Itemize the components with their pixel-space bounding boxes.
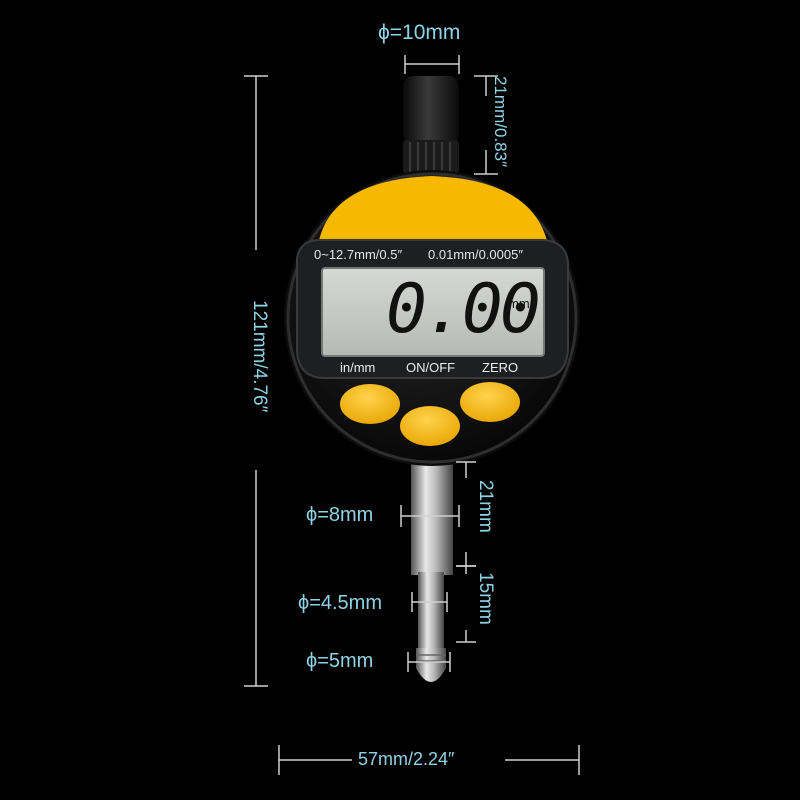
in-mm-button [340, 384, 400, 424]
tip-diameter-label: ϕ=5mm [306, 650, 374, 672]
contact-tip [416, 648, 446, 682]
tip-length-label: 15mm [475, 572, 496, 625]
range-label: 0~12.7mm/0.5″ [314, 247, 403, 262]
total-height-label: 121mm/4.76″ [249, 300, 270, 413]
zero-button-label: ZERO [482, 360, 519, 375]
zero-button [460, 382, 520, 422]
stem-length-label: 21mm [475, 480, 496, 533]
reading-display: 0.00 [386, 270, 541, 349]
stem-diameter-label: ϕ=8mm [306, 504, 374, 526]
unit-label: mm [508, 296, 530, 311]
resolution-label: 0.01mm/0.0005″ [428, 247, 523, 262]
on-off-button [400, 406, 460, 446]
total-width-label: 57mm/2.24″ [358, 749, 455, 769]
top-cap [403, 76, 459, 174]
in-mm-button-label: in/mm [340, 360, 376, 375]
on-off-button-label: ON/OFF [406, 360, 456, 375]
lcd-screen [321, 267, 545, 357]
tip-shaft-diameter-label: ϕ=4.5mm [298, 592, 383, 614]
top-diameter-label: ϕ=10mm [378, 21, 461, 44]
dimension-lines [244, 55, 580, 775]
yellow-top-band [318, 176, 548, 245]
cap-height-label: 21mm/0.83″ [491, 76, 510, 168]
stem [411, 455, 453, 682]
gauge-body [284, 170, 580, 466]
